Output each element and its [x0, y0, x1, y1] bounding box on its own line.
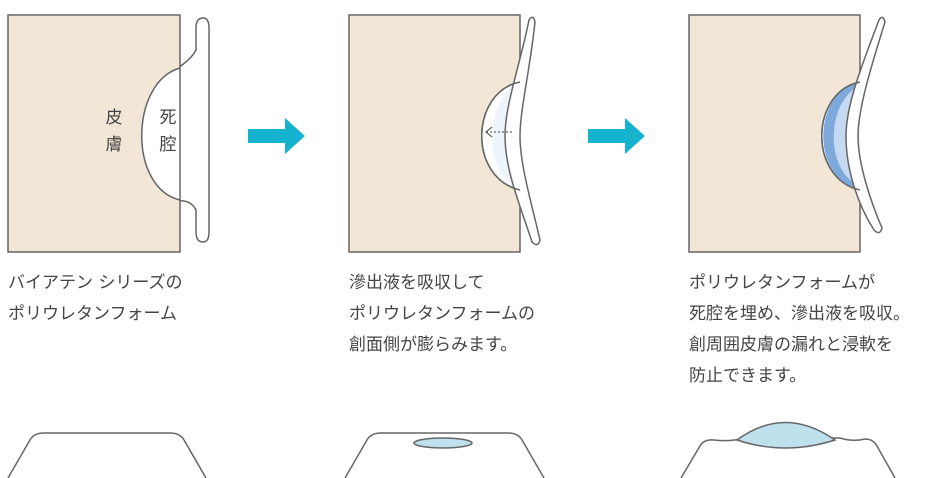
curved-foam-dressing: [504, 16, 541, 246]
dead-space-label: 死 腔: [159, 108, 177, 155]
flat-dressing-side-view: [7, 432, 207, 478]
caption-line: 創周囲皮膚の漏れと浸軟を: [689, 335, 893, 355]
caption-line: 創面側が膨らみます。: [349, 335, 518, 355]
curved-foam-dressing: [845, 16, 886, 234]
skin-label: 皮 膚: [105, 108, 123, 155]
panel-3-cross-section: [688, 14, 886, 253]
caption-line: 防止できます。: [689, 366, 807, 386]
arrow-right-icon: [588, 118, 645, 154]
skin-block: [7, 14, 181, 253]
wound-outline: [821, 81, 861, 191]
exudate-swelling: [413, 437, 473, 449]
panel-3-caption: ポリウレタンフォームが 死腔を埋め、滲出液を吸収。 創周囲皮膚の漏れと浸軟を 防…: [689, 268, 910, 392]
panel-1-caption: バイアテン シリーズの ポリウレタンフォーム: [8, 268, 183, 330]
caption-line: ポリウレタンフォーム: [8, 304, 177, 324]
panel-1-cross-section: [7, 14, 210, 253]
absorption-arrow-icon: [484, 126, 493, 138]
caption-line: バイアテン シリーズの: [8, 273, 183, 293]
caption-line: ポリウレタンフォームの: [349, 304, 535, 324]
caption-line: ポリウレタンフォームが: [689, 273, 875, 293]
flat-foam-dressing: [179, 17, 210, 243]
wound-outline: [481, 81, 521, 191]
caption-line: 滲出液を吸収して: [349, 273, 485, 293]
swelling-dressing-side-view: [344, 432, 545, 478]
arrow-right-icon: [248, 118, 305, 154]
exudate-dome: [735, 421, 837, 449]
caption-line: 死腔を埋め、滲出液を吸収。: [689, 304, 910, 324]
panel-2-caption: 滲出液を吸収して ポリウレタンフォームの 創面側が膨らみます。: [349, 268, 535, 361]
panel-2-cross-section: [348, 14, 541, 253]
